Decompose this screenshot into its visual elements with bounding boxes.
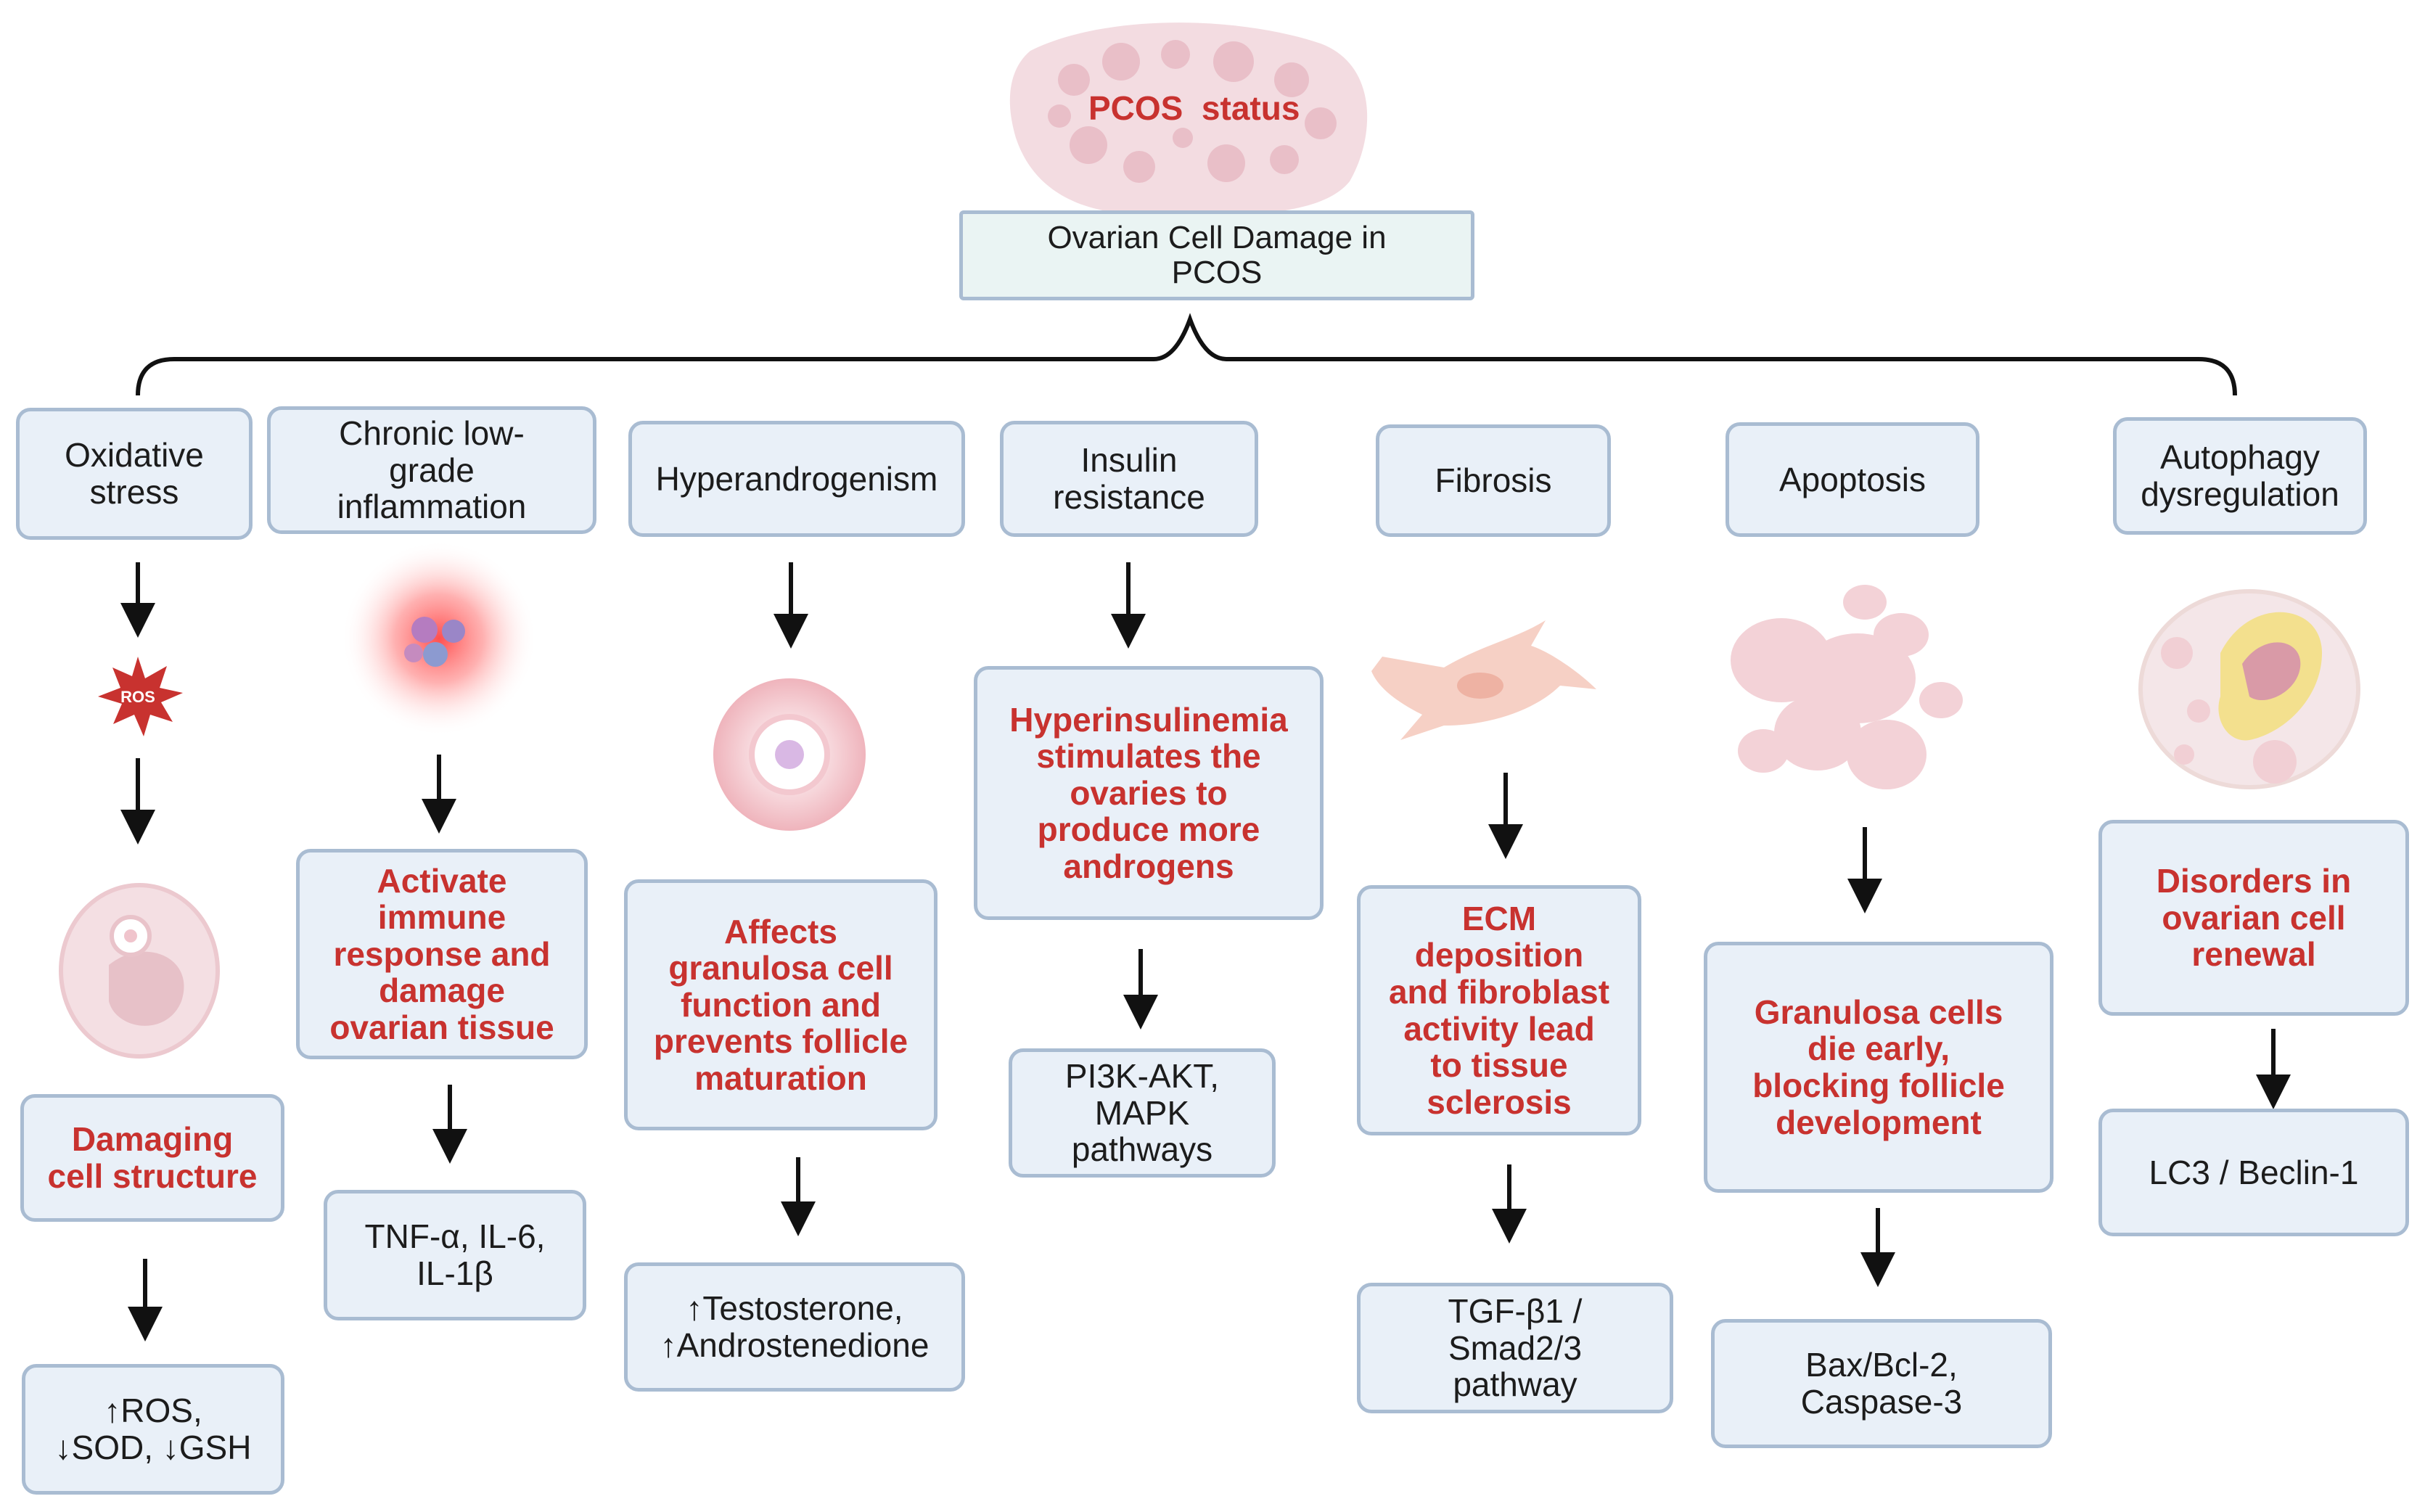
ovary-illustration-icon [1009, 22, 1368, 216]
title-apoptosis: Apoptosis [1726, 422, 1979, 537]
fibroblast-icon [1371, 620, 1596, 740]
effect-insulin-resistance: Hyperinsulinemia stimulates the ovaries … [974, 666, 1324, 920]
title-chronic-inflammation: Chronic low- grade inflammation [267, 406, 596, 534]
markers-autophagy: LC3 / Beclin-1 [2098, 1109, 2409, 1236]
title-fibrosis: Fibrosis [1376, 424, 1611, 537]
effect-autophagy: Disorders in ovarian cell renewal [2098, 820, 2409, 1016]
markers-oxidative-stress: ↑ROS, ↓SOD, ↓GSH [22, 1364, 284, 1495]
title-insulin-resistance: Insulin resistance [1000, 421, 1258, 537]
effect-fibrosis: ECM deposition and fibroblast activity l… [1357, 885, 1641, 1135]
effect-hyperandrogenism: Affects granulosa cell function and prev… [624, 879, 937, 1130]
follicle-icon [713, 678, 866, 831]
markers-fibrosis: TGF-β1 / Smad2/3 pathway [1357, 1283, 1673, 1413]
ros-burst-icon: ROS [98, 657, 183, 736]
immune-cells-icon [341, 541, 537, 736]
title-oxidative-stress: Oxidative stress [16, 408, 253, 540]
effect-oxidative-stress: Damaging cell structure [20, 1094, 284, 1222]
markers-insulin-resistance: PI3K-AKT, MAPK pathways [1009, 1048, 1276, 1178]
svg-text:ROS: ROS [120, 688, 155, 706]
markers-hyperandrogenism: ↑Testosterone, ↑Androstenedione [624, 1262, 965, 1392]
markers-inflammation: TNF-α, IL-6, IL-1β [324, 1190, 586, 1320]
damaged-cell-icon [59, 883, 220, 1059]
effect-inflammation: Activate immune response and damage ovar… [296, 849, 588, 1059]
branch-connector [136, 313, 2237, 396]
ovary-section-icon [2138, 589, 2360, 789]
pcos-status-label: PCOS status [1088, 89, 1300, 127]
apoptotic-cell-icon [1731, 585, 1963, 789]
flow-arrows [120, 562, 2291, 1342]
markers-apoptosis: Bax/Bcl-2, Caspase-3 [1711, 1319, 2052, 1448]
effect-apoptosis: Granulosa cells die early, blocking foll… [1704, 942, 2053, 1193]
title-autophagy-dysregulation: Autophagy dysregulation [2113, 417, 2367, 535]
title-hyperandrogenism: Hyperandrogenism [628, 421, 965, 537]
root-box: Ovarian Cell Damage in PCOS [959, 210, 1474, 300]
